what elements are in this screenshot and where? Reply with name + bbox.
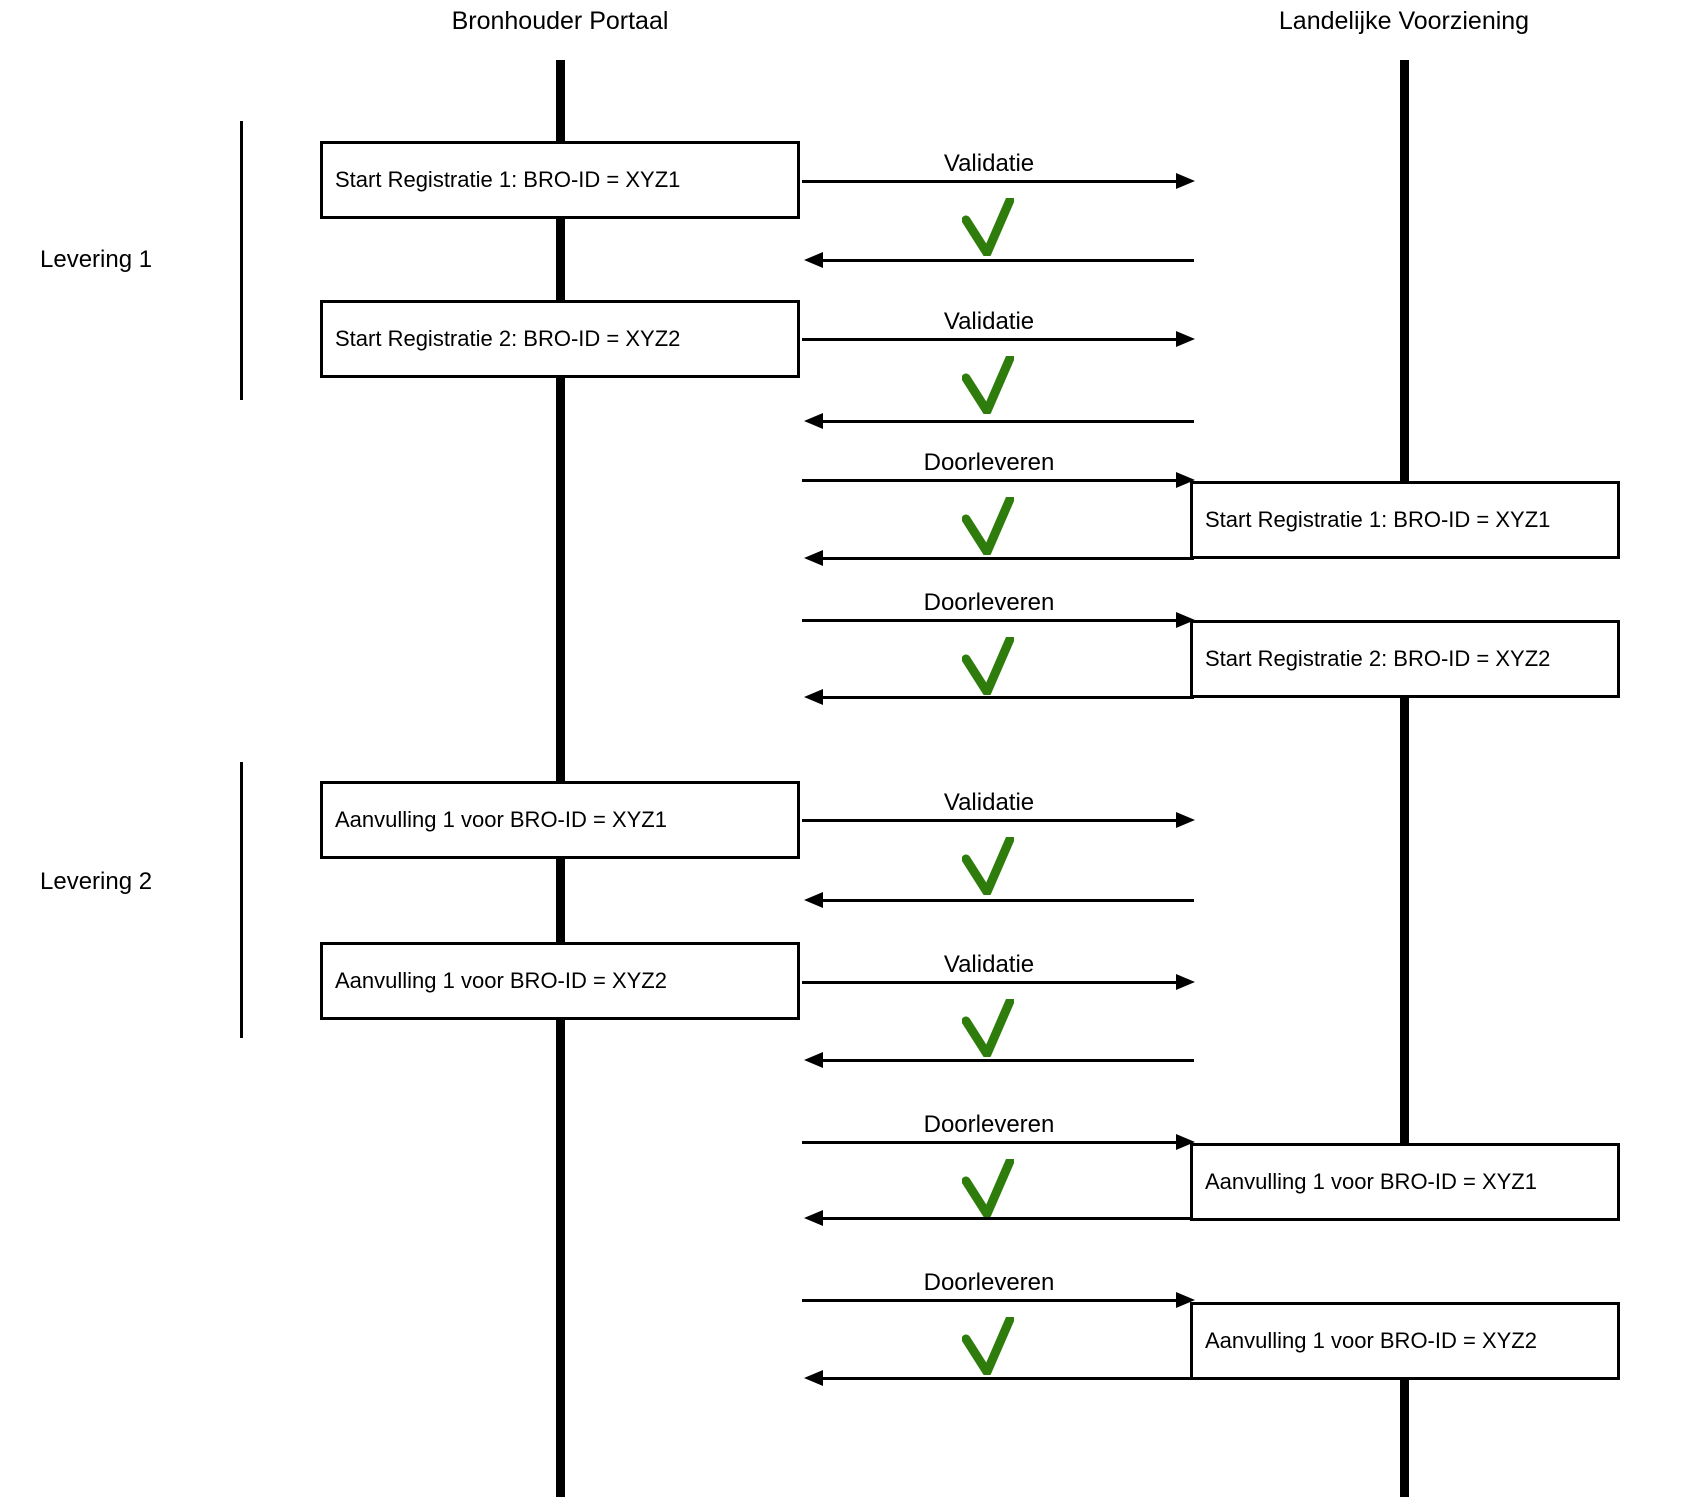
success-checkmark-icon-6 [962,999,1014,1057]
group-label-levering-1: Levering 1 [40,246,153,273]
request-arrow-doorleveren-2 [802,619,1178,622]
request-arrow-validatie-4 [802,981,1178,984]
success-checkmark-icon-3 [962,497,1014,555]
request-arrow-doorleveren-3 [802,1141,1178,1144]
lane-title-bronhouder-portaal: Bronhouder Portaal [451,7,669,35]
message-box-text: Aanvulling 1 voor BRO-ID = XYZ2 [335,968,667,993]
arrow-label-validatie-4: Validatie [943,951,1035,978]
message-box-left-start-registratie-2: Start Registratie 2: BRO-ID = XYZ2 [320,300,800,378]
arrowhead-left-icon [804,413,823,429]
success-checkmark-icon-7 [962,1159,1014,1217]
success-checkmark-icon-5 [962,837,1014,895]
request-arrow-validatie-2 [802,338,1178,341]
arrow-label-doorleveren-2: Doorleveren [923,589,1055,616]
response-arrow-doorleveren-4 [820,1377,1194,1380]
message-box-text: Aanvulling 1 voor BRO-ID = XYZ1 [1205,1169,1537,1194]
group-bracket-levering-1 [240,121,243,400]
response-arrow-validatie-1 [820,259,1194,262]
message-box-text: Aanvulling 1 voor BRO-ID = XYZ1 [335,807,667,832]
message-box-text: Start Registratie 1: BRO-ID = XYZ1 [1205,507,1551,532]
arrowhead-left-icon [804,550,823,566]
arrowhead-right-icon [1176,173,1195,189]
group-label-levering-2: Levering 2 [40,868,153,895]
arrowhead-left-icon [804,1052,823,1068]
message-box-left-aanvulling-1-xyz1: Aanvulling 1 voor BRO-ID = XYZ1 [320,781,800,859]
request-arrow-doorleveren-4 [802,1299,1178,1302]
arrow-label-validatie-2: Validatie [943,308,1035,335]
request-arrow-doorleveren-1 [802,479,1178,482]
arrow-label-validatie-3: Validatie [943,789,1035,816]
arrowhead-right-icon [1176,974,1195,990]
message-box-text: Start Registratie 2: BRO-ID = XYZ2 [335,326,681,351]
success-checkmark-icon-1 [962,198,1014,256]
response-arrow-doorleveren-3 [820,1217,1194,1220]
arrow-label-doorleveren-3: Doorleveren [923,1111,1055,1138]
arrow-label-doorleveren-1: Doorleveren [923,449,1055,476]
arrow-label-validatie-1: Validatie [943,150,1035,177]
arrowhead-right-icon [1176,331,1195,347]
response-arrow-validatie-3 [820,899,1194,902]
arrowhead-left-icon [804,892,823,908]
arrowhead-left-icon [804,689,823,705]
response-arrow-doorleveren-2 [820,696,1194,699]
message-box-text: Aanvulling 1 voor BRO-ID = XYZ2 [1205,1328,1537,1353]
lifeline-landelijke-voorziening-segment-1 [1400,60,1409,490]
group-bracket-levering-2 [240,762,243,1038]
success-checkmark-icon-8 [962,1317,1014,1375]
arrowhead-left-icon [804,1210,823,1226]
message-box-left-aanvulling-1-xyz2: Aanvulling 1 voor BRO-ID = XYZ2 [320,942,800,1020]
response-arrow-doorleveren-1 [820,557,1194,560]
lifeline-landelijke-voorziening-segment-3 [1400,1375,1409,1497]
message-box-right-start-registratie-1: Start Registratie 1: BRO-ID = XYZ1 [1190,481,1620,559]
message-box-text: Start Registratie 1: BRO-ID = XYZ1 [335,167,681,192]
request-arrow-validatie-1 [802,180,1178,183]
message-box-left-start-registratie-1: Start Registratie 1: BRO-ID = XYZ1 [320,141,800,219]
response-arrow-validatie-4 [820,1059,1194,1062]
response-arrow-validatie-2 [820,420,1194,423]
message-box-right-start-registratie-2: Start Registratie 2: BRO-ID = XYZ2 [1190,620,1620,698]
request-arrow-validatie-3 [802,819,1178,822]
arrow-label-doorleveren-4: Doorleveren [923,1269,1055,1296]
arrowhead-left-icon [804,252,823,268]
arrowhead-right-icon [1176,812,1195,828]
message-box-right-aanvulling-1-xyz1: Aanvulling 1 voor BRO-ID = XYZ1 [1190,1143,1620,1221]
success-checkmark-icon-2 [962,356,1014,414]
lifeline-bronhouder-portaal [556,60,565,1497]
arrowhead-left-icon [804,1370,823,1386]
message-box-text: Start Registratie 2: BRO-ID = XYZ2 [1205,646,1551,671]
success-checkmark-icon-4 [962,637,1014,695]
lifeline-landelijke-voorziening-segment-2 [1400,690,1409,1150]
lane-title-landelijke-voorziening: Landelijke Voorziening [1278,7,1530,35]
message-box-right-aanvulling-1-xyz2: Aanvulling 1 voor BRO-ID = XYZ2 [1190,1302,1620,1380]
